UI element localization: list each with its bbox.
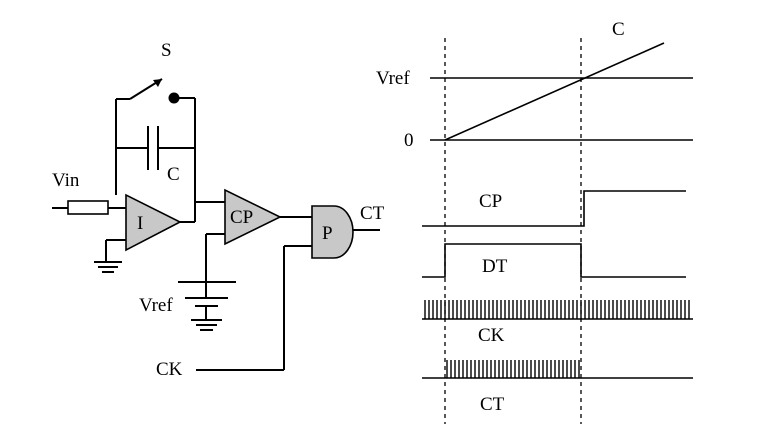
ct-wave-label: CT	[480, 394, 505, 415]
cp-waveform: CP	[422, 190, 686, 227]
ct-waveform: CT	[422, 360, 693, 415]
ck-clock-ticks	[424, 300, 690, 319]
output-ct-label: CT	[360, 203, 385, 224]
vref-source: Vref	[139, 281, 236, 331]
integrator-label: I	[137, 213, 143, 234]
ck-waveform: CK	[422, 300, 693, 346]
dt-wave-label: DT	[482, 256, 508, 277]
switch-s-label: S	[161, 40, 172, 61]
switch-s: S	[115, 40, 196, 222]
capacitor-c-label: C	[167, 164, 180, 185]
vref-level-label: Vref	[376, 68, 410, 89]
clock-input: CK	[156, 245, 312, 380]
input-vin-label: Vin	[52, 170, 80, 191]
circuit-schematic: S C Vin I	[52, 40, 385, 380]
zero-level-label: 0	[404, 130, 414, 151]
ramp-waveform: C Vref 0	[376, 19, 693, 151]
timing-diagram: C Vref 0 CP DT CK CT	[376, 19, 693, 424]
input-resistor	[67, 200, 109, 215]
and-gate-p: P CT	[311, 203, 385, 259]
comparator-label: CP	[230, 207, 253, 228]
clock-input-label: CK	[156, 359, 183, 380]
integrator-i: I	[94, 193, 195, 273]
cp-wave-label: CP	[479, 191, 502, 212]
input-vin: Vin	[52, 170, 126, 215]
comparator-cp: CP	[195, 188, 312, 282]
ramp-label: C	[612, 19, 625, 40]
ck-wave-label: CK	[478, 325, 505, 346]
gate-label: P	[322, 223, 333, 244]
capacitor-c: C	[116, 126, 195, 185]
vref-source-label: Vref	[139, 295, 173, 316]
ct-pulse-ticks	[446, 360, 580, 378]
dt-waveform: DT	[422, 243, 686, 278]
